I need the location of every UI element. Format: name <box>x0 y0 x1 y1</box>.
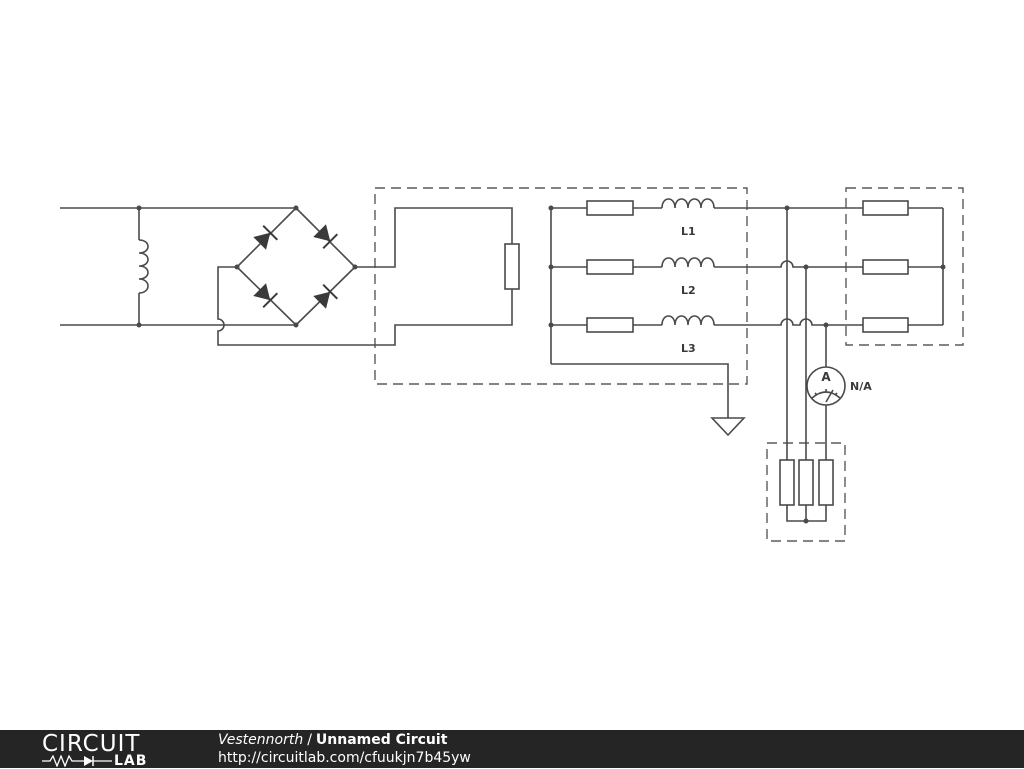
author-link[interactable]: Vestennorth <box>218 732 304 748</box>
line-resistor-2 <box>586 259 634 275</box>
junction-dots <box>136 205 946 524</box>
schematic-canvas: L1 L2 L3 A N/A <box>60 187 964 542</box>
input-wires <box>60 207 296 326</box>
load-resistor-3 <box>862 317 909 333</box>
ammeter-reading: N/A <box>850 380 872 393</box>
line-resistor-1 <box>586 200 634 216</box>
line-resistor-3 <box>586 317 634 333</box>
lower-resistor-2 <box>798 459 814 506</box>
label-l1: L1 <box>681 225 696 238</box>
byline-separator: / <box>307 732 312 748</box>
lower-resistor-3 <box>818 459 834 506</box>
input-inductor <box>138 239 149 294</box>
bridge-rectifier <box>236 207 356 326</box>
label-l2: L2 <box>681 284 696 297</box>
circuit-url[interactable]: http://circuitlab.com/cfuukjn7b45yw <box>218 750 471 766</box>
ground-symbol <box>710 417 746 437</box>
diode-d2 <box>313 224 339 250</box>
resistor-diode-icon <box>42 755 112 767</box>
dc-output-wires <box>217 207 513 346</box>
inductor-l3 <box>661 315 715 326</box>
main-module-box <box>374 187 748 385</box>
inductor-l2 <box>661 257 715 268</box>
diode-d4 <box>313 283 339 309</box>
ammeter <box>806 366 846 406</box>
label-l3: L3 <box>681 342 696 355</box>
circuit-byline: Vestennorth/Unnamed Circuit <box>218 732 447 749</box>
footer-bar: CIRCUIT LAB Vestennorth/Unnamed Circuit … <box>0 730 1024 768</box>
diode-d3 <box>253 283 279 309</box>
load-resistor-1 <box>862 200 909 216</box>
diode-d1 <box>253 224 279 250</box>
lower-resistor-1 <box>779 459 795 506</box>
inductor-l1 <box>661 198 715 209</box>
load-resistor-2 <box>862 259 909 275</box>
logo-text-top: CIRCUIT <box>42 731 141 757</box>
ammeter-symbol: A <box>821 370 831 384</box>
circuitlab-logo[interactable]: CIRCUIT LAB <box>42 732 182 768</box>
logo-text-bottom: LAB <box>114 753 148 769</box>
dc-resistor <box>504 243 520 290</box>
circuit-title[interactable]: Unnamed Circuit <box>315 732 448 748</box>
